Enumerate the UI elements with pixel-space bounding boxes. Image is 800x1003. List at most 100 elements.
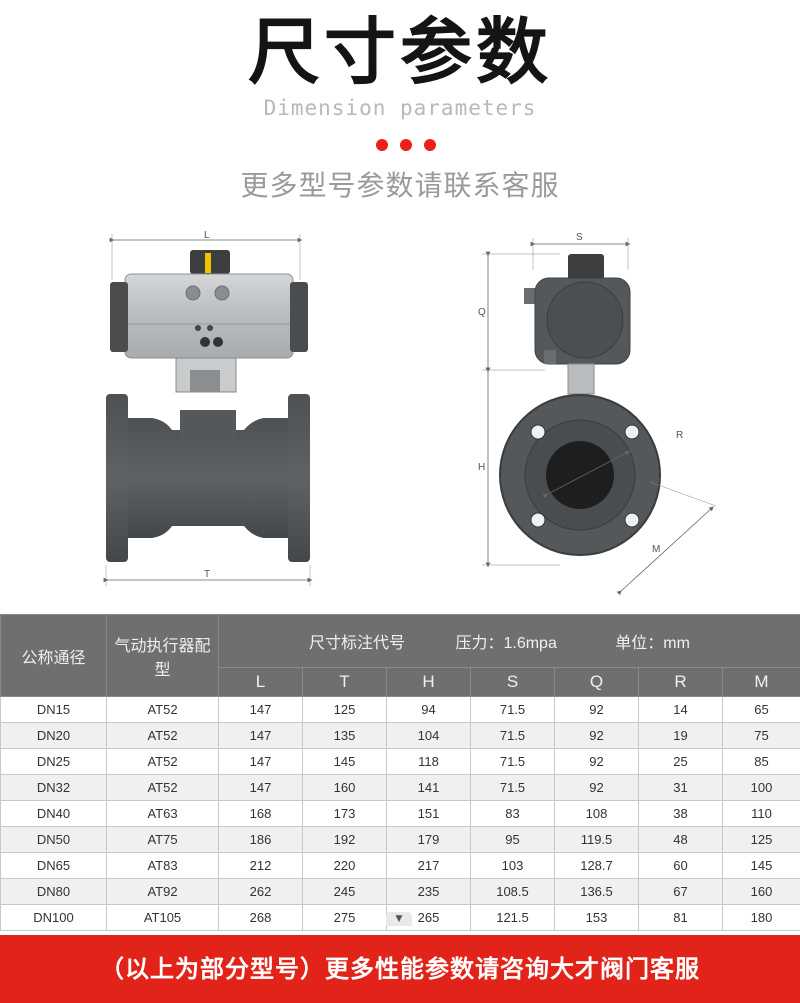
table-cell: 110 [721,800,800,827]
dim-label-h: H [478,462,485,473]
dot [400,139,412,151]
table-cell: 100 [721,774,800,801]
table-cell: 119.5 [554,826,639,853]
table-cell: 60 [638,852,723,879]
dim-label-s: S [576,232,583,243]
table-cell: DN15 [0,696,107,723]
table-cell: 71.5 [470,696,555,723]
spec-header: 尺寸标注代号 压力：1.6mpa 单位：mm [217,614,800,668]
table-cell: 245 [302,878,387,905]
table-cell: 92 [554,722,639,749]
decorative-dots [376,139,436,151]
table-cell: DN65 [0,852,107,879]
table-cell: 160 [302,774,387,801]
table-cell: 179 [386,826,471,853]
dim-label-t: T [204,569,210,580]
table-cell: 147 [218,696,303,723]
side-view: S Q H R M [478,232,717,596]
table-cell: 217 [386,852,471,879]
table-cell: 92 [554,774,639,801]
table-cell: 94 [386,696,471,723]
table-cell: 268 [218,904,303,931]
page-title: 尺寸参数 [247,10,552,94]
table-cell: AT52 [106,748,219,775]
table-cell: 48 [638,826,723,853]
table-cell: 145 [302,748,387,775]
table-cell: DN50 [0,826,107,853]
table-cell: 212 [218,852,303,879]
table-cell: AT92 [106,878,219,905]
table-cell: AT75 [106,826,219,853]
valve-dimension-drawing: L T S [103,230,717,596]
table-cell: 14 [638,696,723,723]
table-cell: 65 [721,696,800,723]
col-header-s: S [470,667,555,697]
table-cell: 31 [638,774,723,801]
table-cell: AT105 [106,904,219,931]
table-cell: 85 [721,748,800,775]
table-cell: 141 [386,774,471,801]
table-cell: 95 [470,826,555,853]
table-cell: 71.5 [470,748,555,775]
table-cell: 151 [386,800,471,827]
table-cell: DN80 [0,878,107,905]
table-cell: 160 [721,878,800,905]
front-view: L T [103,230,313,586]
table-cell: 125 [721,826,800,853]
table-cell: 108 [554,800,639,827]
table-cell: 125 [302,696,387,723]
table-cell: 92 [554,696,639,723]
table-cell: 220 [302,852,387,879]
table-cell: 71.5 [470,722,555,749]
col-header-actuator: 气动执行器配型 [106,614,219,697]
table-cell: 147 [218,774,303,801]
table-cell: 136.5 [554,878,639,905]
table-cell: DN100 [0,904,107,931]
table-cell: AT63 [106,800,219,827]
table-cell: 118 [386,748,471,775]
footer-banner: （以上为部分型号）更多性能参数请咨询大才阀门客服 [0,935,800,1003]
table-cell: AT52 [106,722,219,749]
table-cell: 262 [218,878,303,905]
table-cell: 128.7 [554,852,639,879]
table-cell: 168 [218,800,303,827]
dim-label-m: M [652,544,660,555]
dim-label-q: Q [478,307,486,318]
table-cell: 153 [554,904,639,931]
table-cell: DN25 [0,748,107,775]
table-cell: 19 [638,722,723,749]
dot [424,139,436,151]
col-header-l: L [218,667,303,697]
col-header-m: M [721,667,800,697]
dot [376,139,388,151]
table-cell: 147 [218,748,303,775]
table-cell: DN20 [0,722,107,749]
table-cell: 173 [302,800,387,827]
table-cell: 81 [638,904,723,931]
subtitle-chinese: 更多型号参数请联系客服 [240,169,560,202]
col-header-q: Q [554,667,639,697]
table-cell: 275 [302,904,387,931]
table-cell: AT52 [106,696,219,723]
table-cell: 104 [386,722,471,749]
table-cell: 186 [218,826,303,853]
table-cell: 67 [638,878,723,905]
dim-label-l: L [204,230,210,241]
table-cell: 108.5 [470,878,555,905]
col-header-t: T [302,667,387,697]
table-cell: 38 [638,800,723,827]
scroll-down-icon[interactable]: ▼ [386,912,412,926]
subtitle-english: Dimension parameters [263,96,537,120]
dim-label-r: R [676,430,683,441]
